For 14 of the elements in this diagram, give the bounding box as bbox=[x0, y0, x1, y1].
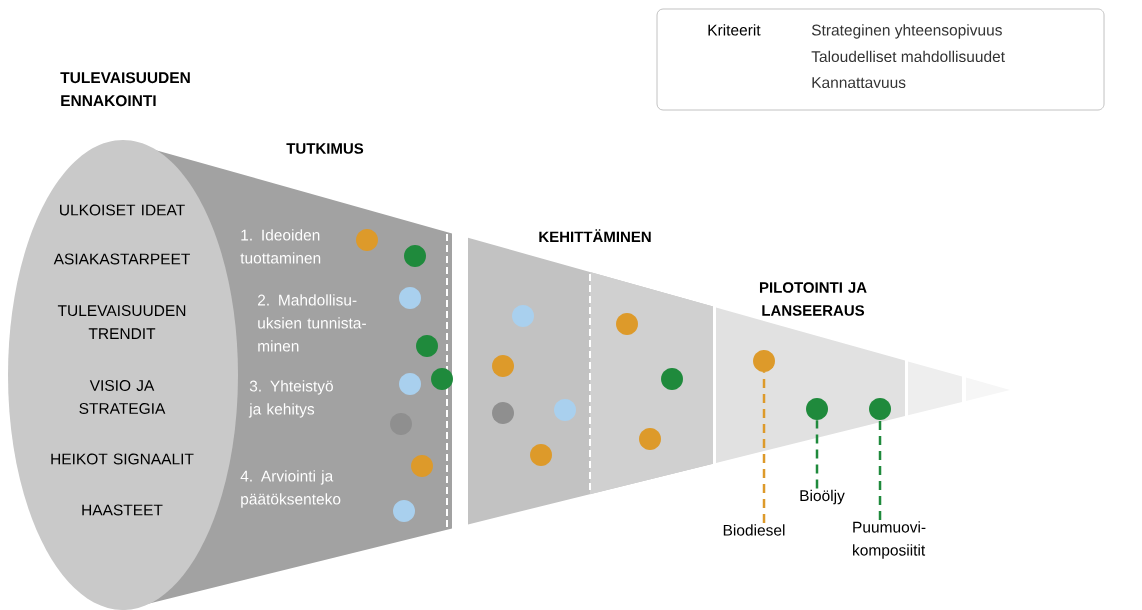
node-label: PILOTOINTI JA bbox=[759, 282, 867, 293]
product-label: Bioöljy bbox=[800, 489, 845, 505]
dot bbox=[869, 398, 891, 420]
product-label: Puumuovi- komposiitit bbox=[853, 521, 926, 559]
criteria-box: Kriteerit Strateginen yhteensopivuus Taloudelliset mahdollisuudet Kannattavuus bbox=[656, 8, 1105, 111]
funnel-section: KEHITTÄMINEN bbox=[468, 229, 713, 525]
product-label: Biodiesel bbox=[723, 524, 785, 536]
leader-line bbox=[878, 420, 882, 521]
dot bbox=[753, 350, 775, 372]
node-label: TULEVAISUUDEN ENNAKOINTI bbox=[60, 72, 190, 107]
funnel-section: PILOTOINTI JA LANSEERAUS bbox=[716, 282, 905, 463]
leader-line bbox=[815, 420, 819, 489]
leader-line bbox=[762, 372, 766, 524]
dot bbox=[806, 398, 828, 420]
